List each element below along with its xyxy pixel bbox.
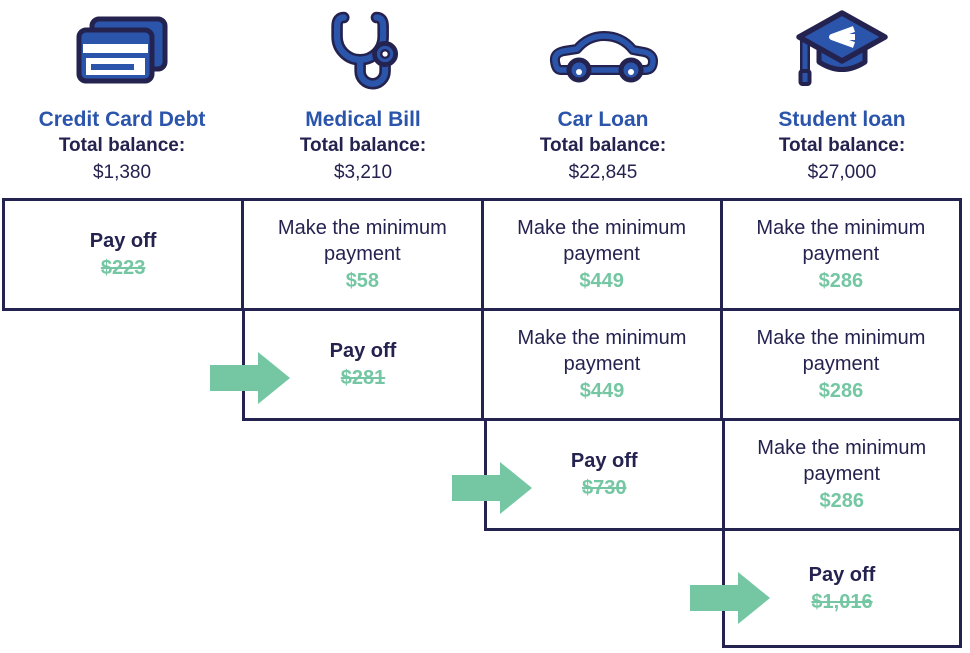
payoff-amount: $1,016 <box>811 590 873 613</box>
minimum-cell-car-loan: Make the minimum payment $449 <box>481 311 720 418</box>
car-icon <box>484 4 722 104</box>
step-row-2: Pay off $281 Make the minimum payment $4… <box>242 308 962 421</box>
minimum-label: Make the minimum payment <box>756 217 926 265</box>
debt-header-credit-card: Credit Card Debt Total balance: $1,380 <box>2 4 242 185</box>
minimum-label: Make the minimum payment <box>756 327 926 375</box>
balance-amount: $22,845 <box>568 161 638 183</box>
payoff-cell-student-loan: Pay off $1,016 <box>725 531 959 645</box>
payoff-cell-credit-card: Pay off $223 <box>5 201 241 308</box>
minimum-amount: $449 <box>579 380 625 402</box>
credit-card-icon <box>2 4 242 104</box>
payoff-amount: $281 <box>340 367 386 389</box>
minimum-cell-student-loan: Make the minimum payment $286 <box>721 421 960 528</box>
minimum-label: Make the minimum payment <box>517 217 687 265</box>
debt-title: Credit Card Debt <box>38 108 206 131</box>
balance-label: Total balance: <box>58 135 186 157</box>
step-row-1: Pay off $223 Make the minimum payment $5… <box>2 198 962 311</box>
payoff-amount: $730 <box>582 477 627 499</box>
balance-amount: $3,210 <box>333 161 393 183</box>
minimum-label: Make the minimum payment <box>517 327 687 375</box>
balance-amount: $27,000 <box>807 161 877 183</box>
balance-label: Total balance: <box>778 135 906 157</box>
payoff-cell-medical-bill: Pay off $281 <box>245 311 481 418</box>
payoff-amount: $223 <box>100 257 146 279</box>
next-step-arrow-row-3 <box>452 462 532 514</box>
minimum-cell-student-loan: Make the minimum payment $286 <box>719 201 959 308</box>
stethoscope-icon <box>242 4 484 104</box>
payoff-cell-car-loan: Pay off $730 <box>487 421 722 528</box>
balance-amount: $1,380 <box>92 161 152 183</box>
minimum-amount: $58 <box>345 270 380 292</box>
step-row-3: Pay off $730 Make the minimum payment $2… <box>484 418 962 531</box>
debt-title: Student loan <box>778 108 906 131</box>
minimum-amount: $449 <box>579 270 624 292</box>
minimum-amount: $286 <box>818 380 864 402</box>
balance-label: Total balance: <box>299 135 427 157</box>
debt-title: Medical Bill <box>305 108 421 131</box>
debt-header-student-loan: Student loan Total balance: $27,000 <box>722 4 962 185</box>
debt-title: Car Loan <box>557 108 649 131</box>
minimum-cell-medical-bill: Make the minimum payment $58 <box>241 201 480 308</box>
next-step-arrow-row-2 <box>210 352 290 404</box>
debt-header-car-loan: Car Loan Total balance: $22,845 <box>484 4 722 185</box>
minimum-amount: $286 <box>819 490 865 512</box>
payoff-label: Pay off <box>808 563 876 586</box>
payoff-label: Pay off <box>329 340 397 362</box>
payoff-label: Pay off <box>89 230 157 252</box>
graduation-cap-icon <box>722 4 962 104</box>
step-row-4: Pay off $1,016 <box>722 528 962 648</box>
payoff-label: Pay off <box>570 450 638 472</box>
next-step-arrow-row-4 <box>690 572 770 624</box>
balance-label: Total balance: <box>539 135 667 157</box>
minimum-amount: $286 <box>818 270 864 292</box>
minimum-cell-student-loan: Make the minimum payment $286 <box>720 311 959 418</box>
debt-header-medical-bill: Medical Bill Total balance: $3,210 <box>242 4 484 185</box>
minimum-label: Make the minimum payment <box>757 437 927 485</box>
minimum-cell-car-loan: Make the minimum payment $449 <box>480 201 720 308</box>
minimum-label: Make the minimum payment <box>277 217 447 265</box>
